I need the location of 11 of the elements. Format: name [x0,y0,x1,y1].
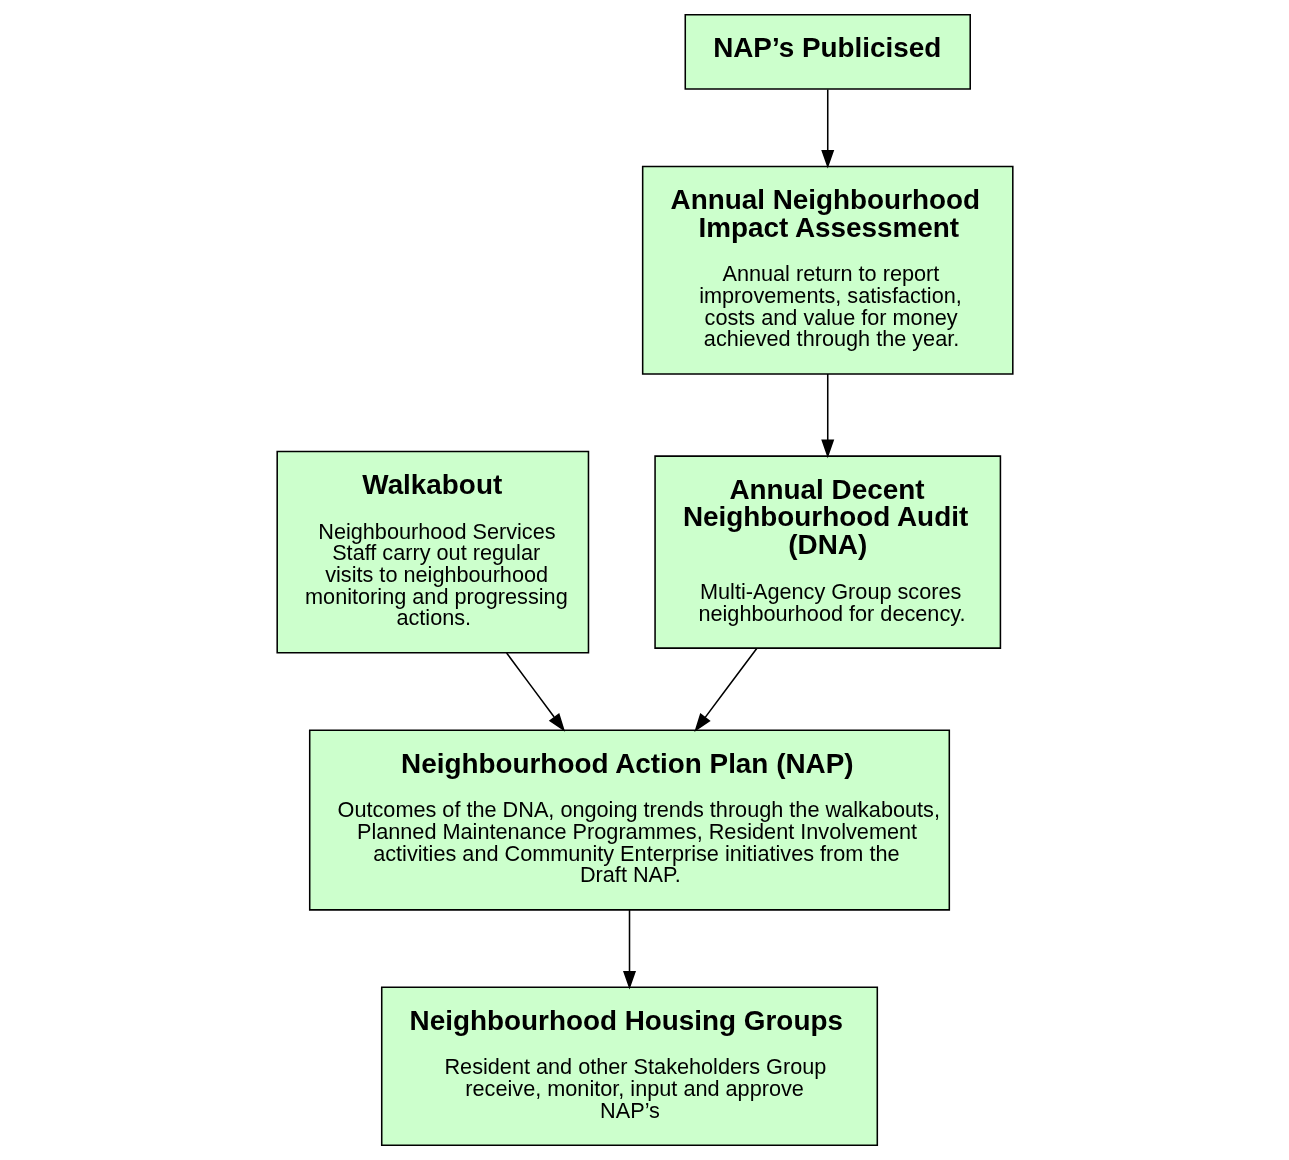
arrow [820,88,834,169]
node-box: NAP’s Publicised [684,13,971,90]
arrow [820,373,834,459]
arrow [693,647,757,732]
node-box: Walkabout Neighbourhood Services Staff carry out regular visits to neighbourhood monitoring and progressing actions. [275,450,589,654]
arrow [622,909,636,990]
node-box: Neighbourhood Action Plan (NAP) Outcomes of the DNA, ongoing trends through the walkabouts, Planned Maintenance Programmes, Resident Involvement activities and Community Enterprise initiatives from the Draft NAP. [308,729,950,911]
arrow [505,652,565,732]
node-box: Annual Neighbourhood Impact Assessment Annual return to report improvements, satisfaction, costs and value for money achieved through the year. [641,165,1014,375]
node-box: Neighbourhood Housing Groups Resident and other Stakeholders Group receive, monitor, input and approve NAP’s [380,986,878,1147]
node-box: Annual Decent Neighbourhood Audit (DNA) Multi-Agency Group scores neighbourhood for decency. [653,455,1001,649]
